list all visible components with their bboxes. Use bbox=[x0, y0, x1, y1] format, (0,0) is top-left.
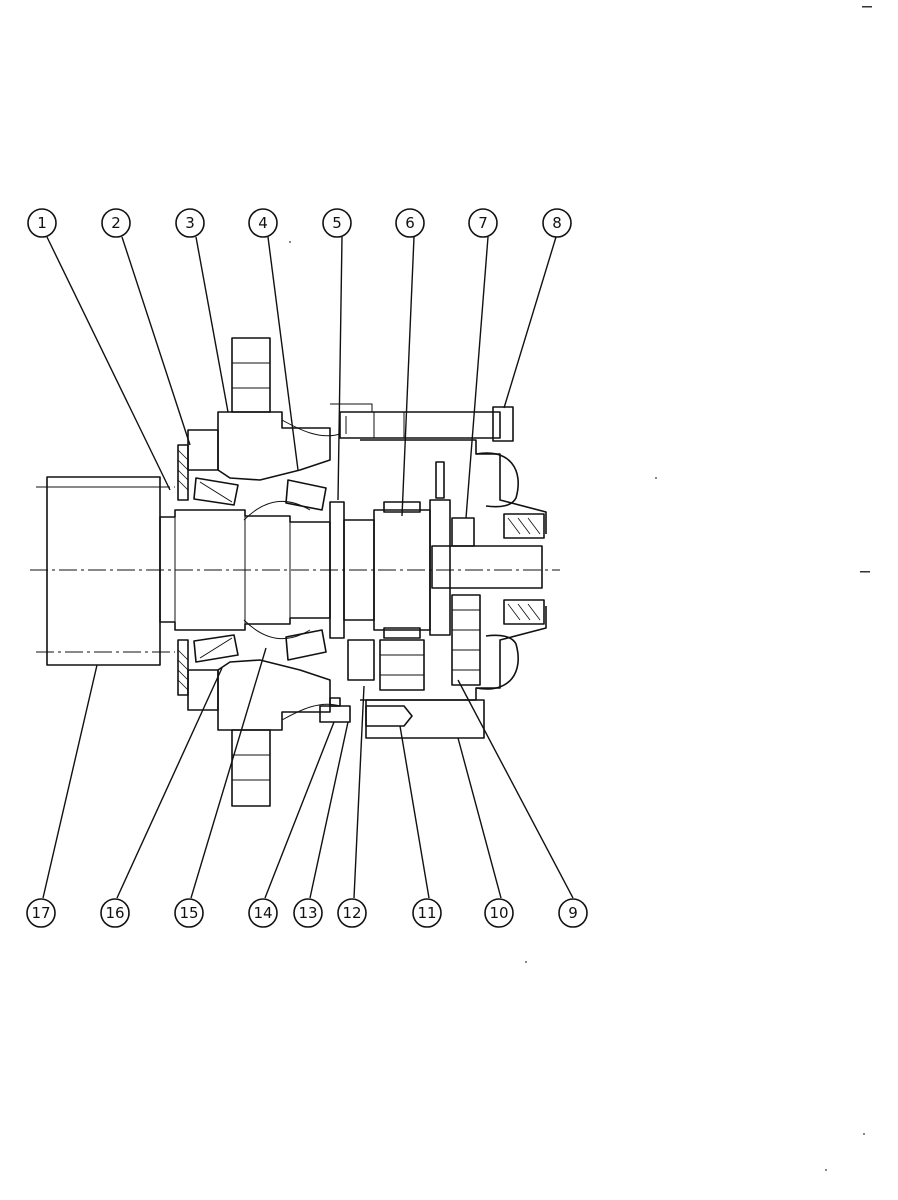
callout-13-label: 13 bbox=[298, 904, 317, 922]
callout-12: 12 bbox=[337, 898, 367, 928]
callout-10-label: 10 bbox=[489, 904, 508, 922]
callout-3: 3 bbox=[175, 208, 205, 238]
callout-16: 16 bbox=[100, 898, 130, 928]
callout-2-label: 2 bbox=[111, 214, 121, 232]
callout-1-label: 1 bbox=[37, 214, 47, 232]
callout-17-label: 17 bbox=[31, 904, 50, 922]
callout-17: 17 bbox=[26, 898, 56, 928]
callout-1: 1 bbox=[27, 208, 57, 238]
callout-8: 8 bbox=[542, 208, 572, 238]
callout-13: 13 bbox=[293, 898, 323, 928]
drum-hub bbox=[46, 476, 161, 666]
callout-14: 14 bbox=[248, 898, 278, 928]
callout-5-label: 5 bbox=[332, 214, 342, 232]
callout-15: 15 bbox=[174, 898, 204, 928]
callout-7-label: 7 bbox=[478, 214, 488, 232]
gearbox-cross-section bbox=[30, 337, 560, 807]
callout-7: 7 bbox=[468, 208, 498, 238]
ring-gear-housing bbox=[360, 439, 547, 739]
callout-12-label: 12 bbox=[342, 904, 361, 922]
callout-10: 10 bbox=[484, 898, 514, 928]
callout-15-label: 15 bbox=[179, 904, 198, 922]
callout-9-label: 9 bbox=[568, 904, 578, 922]
housing-bolt bbox=[330, 403, 514, 442]
callout-9: 9 bbox=[558, 898, 588, 928]
housing-contours bbox=[243, 419, 341, 721]
callout-5: 5 bbox=[322, 208, 352, 238]
callout-14-label: 14 bbox=[253, 904, 272, 922]
callout-6-label: 6 bbox=[405, 214, 415, 232]
callout-3-label: 3 bbox=[185, 214, 195, 232]
callout-6: 6 bbox=[395, 208, 425, 238]
callout-2: 2 bbox=[101, 208, 131, 238]
drain-plug bbox=[319, 697, 413, 727]
callout-8-label: 8 bbox=[552, 214, 562, 232]
leader-lines bbox=[42, 236, 574, 899]
callout-11-label: 11 bbox=[417, 904, 436, 922]
output-shaft bbox=[159, 501, 375, 639]
planetary-stage bbox=[347, 461, 543, 691]
scan-specks bbox=[289, 6, 872, 1171]
callout-4-label: 4 bbox=[258, 214, 268, 232]
callout-11: 11 bbox=[412, 898, 442, 928]
housing-flange bbox=[177, 337, 331, 807]
callout-16-label: 16 bbox=[105, 904, 124, 922]
tapered-bearings bbox=[193, 477, 327, 663]
callout-4: 4 bbox=[248, 208, 278, 238]
